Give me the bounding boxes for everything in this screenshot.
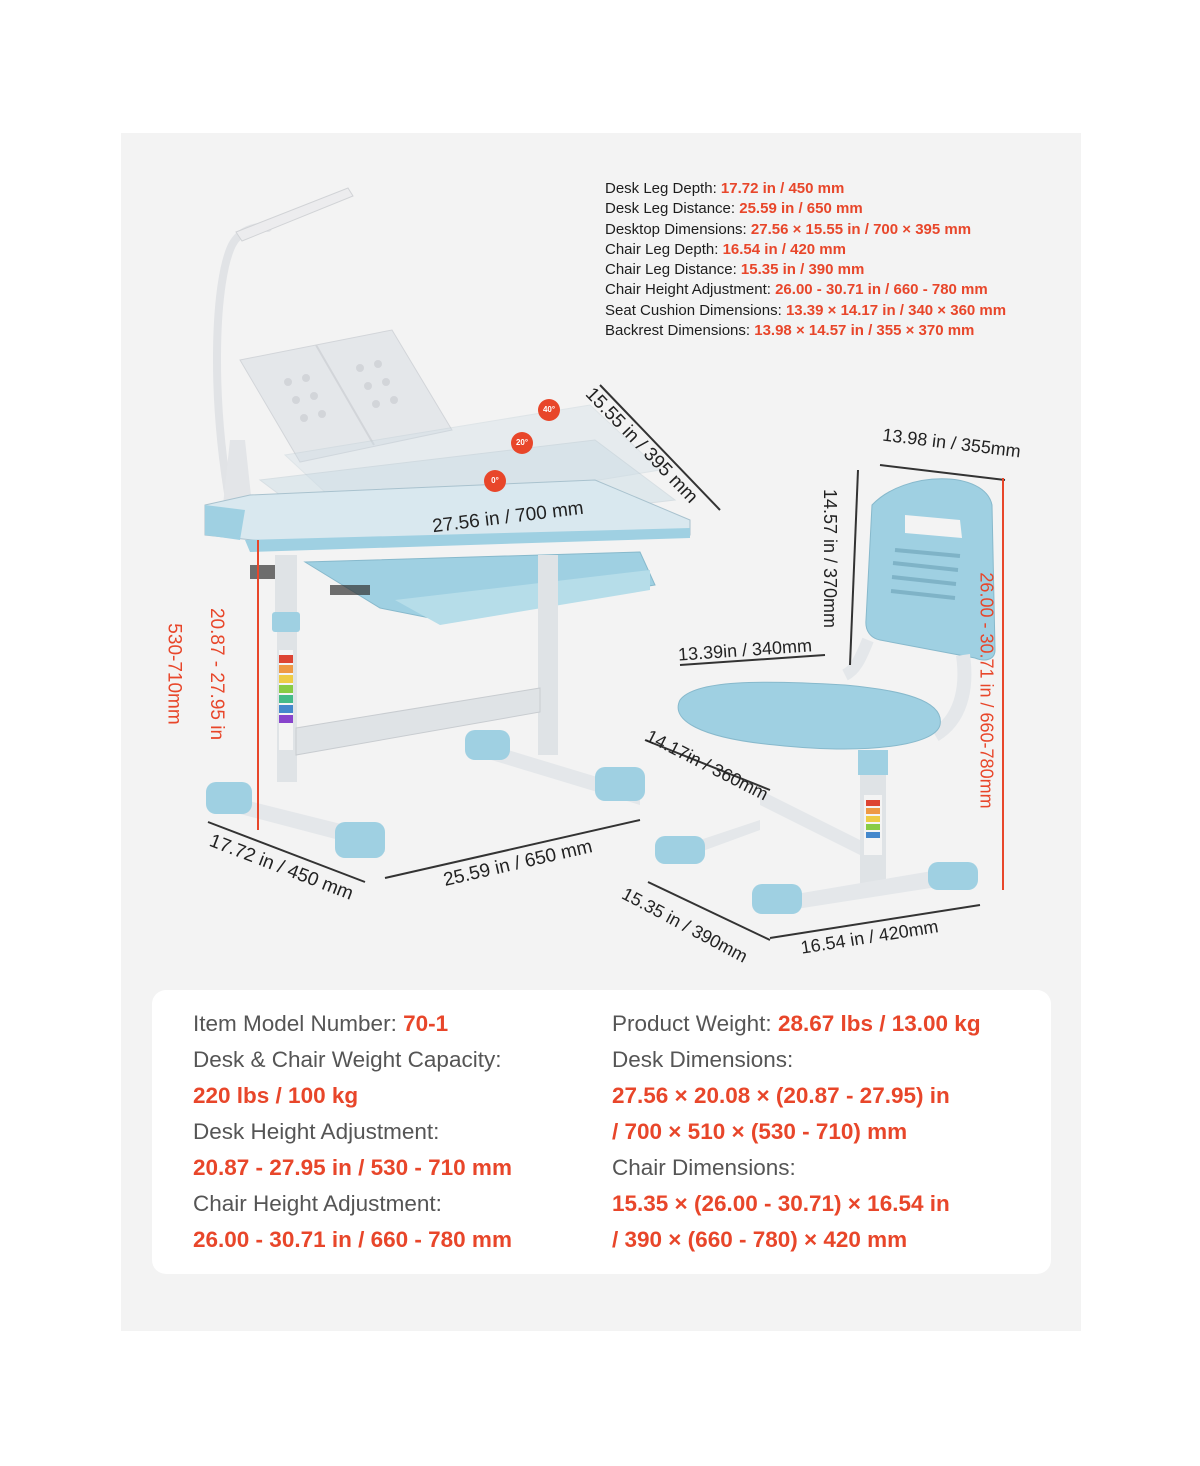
model-value: 70-1 bbox=[403, 1011, 449, 1036]
desk-lamp bbox=[213, 187, 354, 509]
spec-row: Chair Height Adjustment: 26.00 - 30.71 i… bbox=[605, 280, 1065, 300]
spec-value: 13.98 × 14.57 in / 355 × 370 mm bbox=[754, 322, 975, 340]
spec-value: 27.56 × 15.55 in / 700 × 395 mm bbox=[750, 220, 972, 238]
spec-row: Desk Leg Depth: 17.72 in / 450 mm bbox=[605, 179, 1065, 199]
spec-label: Backrest Dimensions: bbox=[605, 322, 751, 340]
info-card: Item Model Number: 70-1 Desk & Chair Wei… bbox=[152, 990, 1051, 1274]
model-label: Item Model Number: bbox=[193, 1011, 397, 1036]
chair-dims-label: Chair Dimensions: bbox=[612, 1155, 796, 1180]
spec-label: Chair Leg Depth: bbox=[605, 240, 719, 258]
info-column-right: Product Weight: 28.67 lbs / 13.00 kg Des… bbox=[612, 1006, 981, 1258]
spec-label: Chair Leg Distance: bbox=[605, 261, 737, 279]
spec-value: 26.00 - 30.71 in / 660 - 780 mm bbox=[775, 281, 988, 299]
weight-label: Product Weight: bbox=[612, 1011, 772, 1036]
spec-row: Desk Leg Distance: 25.59 in / 650 mm bbox=[605, 199, 1065, 219]
desk-height-adjust-value: 20.87 - 27.95 in / 530 - 710 mm bbox=[193, 1155, 512, 1180]
chair-dims-value: 15.35 × (26.00 - 30.71) × 16.54 in bbox=[612, 1191, 950, 1216]
chair-height-adjust-value: 26.00 - 30.71 in / 660 - 780 mm bbox=[193, 1227, 512, 1252]
chair-height-label: 26.00 - 30.71 in / 660-780mm bbox=[976, 572, 997, 809]
chair bbox=[655, 478, 996, 914]
desk-height-mm-label: 530-710mm bbox=[163, 623, 185, 725]
desk-drawer bbox=[250, 551, 656, 625]
spec-row: Seat Cushion Dimensions: 13.39 × 14.17 i… bbox=[605, 301, 1065, 321]
desk-dims-label: Desk Dimensions: bbox=[612, 1047, 794, 1072]
angle-badge: 20° bbox=[511, 432, 533, 454]
spec-label: Seat Cushion Dimensions: bbox=[605, 301, 782, 319]
spec-row: Backrest Dimensions: 13.98 × 14.57 in / … bbox=[605, 321, 1065, 341]
book-stand bbox=[239, 329, 453, 463]
angle-badge: 40° bbox=[538, 399, 560, 421]
backrest-height-label: 14.57 in / 370mm bbox=[820, 488, 841, 629]
chair-dims-value-mm: / 390 × (660 - 780) × 420 mm bbox=[612, 1227, 908, 1252]
spec-row: Desktop Dimensions: 27.56 × 15.55 in / 7… bbox=[605, 220, 1065, 240]
spec-value: 15.35 in / 390 mm bbox=[740, 261, 865, 279]
dimension-lines bbox=[207, 384, 1006, 941]
spec-value: 16.54 in / 420 mm bbox=[722, 240, 846, 258]
weight-value: 28.67 lbs / 13.00 kg bbox=[777, 1011, 981, 1036]
spec-row: Chair Leg Distance: 15.35 in / 390 mm bbox=[605, 260, 1065, 280]
desk-height-adjust-label: Desk Height Adjustment: bbox=[193, 1119, 440, 1144]
chair-height-adjust-label: Chair Height Adjustment: bbox=[193, 1191, 442, 1216]
spec-label: Desk Leg Depth: bbox=[605, 180, 717, 197]
capacity-label: Desk & Chair Weight Capacity: bbox=[193, 1047, 502, 1072]
info-column-left: Item Model Number: 70-1 Desk & Chair Wei… bbox=[193, 1006, 512, 1258]
spec-label: Desk Leg Distance: bbox=[605, 200, 736, 218]
spec-label: Chair Height Adjustment: bbox=[605, 281, 771, 299]
spec-value: 25.59 in / 650 mm bbox=[739, 200, 863, 218]
desk-frame bbox=[206, 555, 645, 858]
desk-height-label: 20.87 - 27.95 in bbox=[206, 607, 228, 741]
spec-value: 13.39 × 14.17 in / 340 × 360 mm bbox=[785, 301, 1007, 319]
desk-dims-value: 27.56 × 20.08 × (20.87 - 27.95) in bbox=[612, 1083, 950, 1108]
desk-top bbox=[204, 479, 691, 552]
desk-dims-value-mm: / 700 × 510 × (530 - 710) mm bbox=[612, 1119, 908, 1144]
spec-label: Desktop Dimensions: bbox=[605, 220, 747, 238]
spec-list: Desk Leg Depth: 17.72 in / 450 mm Desk L… bbox=[605, 179, 1065, 341]
spec-value: 17.72 in / 450 mm bbox=[720, 180, 845, 197]
spec-row: Chair Leg Depth: 16.54 in / 420 mm bbox=[605, 240, 1065, 260]
capacity-value: 220 lbs / 100 kg bbox=[193, 1083, 359, 1108]
angle-badge: 0° bbox=[484, 470, 506, 492]
